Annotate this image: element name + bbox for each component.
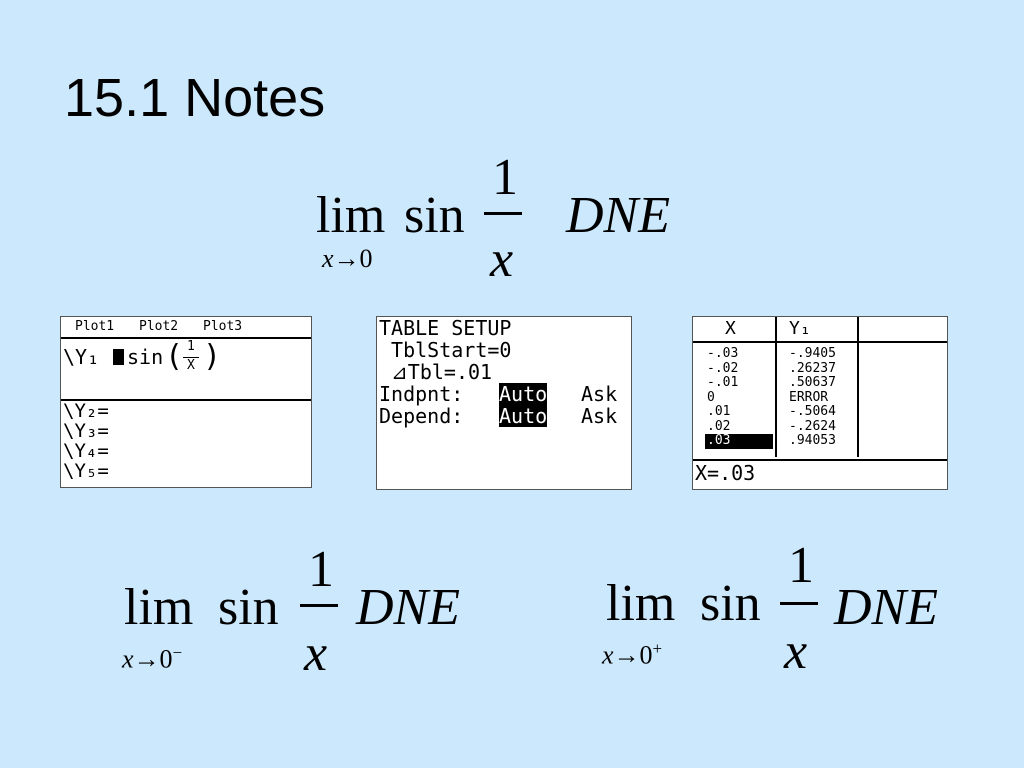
y2-row: \Y₂= [63, 400, 109, 422]
fraction-bar [780, 602, 818, 605]
plot3-label: Plot3 [203, 319, 243, 334]
table-col-divider-2 [857, 317, 859, 457]
limit-result: DNE [834, 579, 938, 636]
indpnt-label: Indpnt: [379, 382, 476, 406]
cursor-block [113, 349, 124, 365]
indpnt-auto-option[interactable]: Auto [499, 382, 548, 406]
table-row-x-selected[interactable]: .03 [705, 433, 773, 449]
lim-label: lim [124, 579, 194, 636]
fraction-numerator: 1 [308, 541, 334, 598]
y4-row: \Y₄= [63, 440, 109, 462]
sin-label: sin [218, 579, 279, 636]
lim-subscript: x→0 [322, 244, 373, 273]
fraction-numerator: 1 [788, 537, 814, 594]
table-status-divider [693, 459, 947, 461]
delta-tbl-row: ⊿Tbl=.01 [379, 360, 493, 384]
depend-auto-option[interactable]: Auto [499, 404, 548, 428]
fraction-numerator: 1 [492, 149, 518, 206]
table-x-column: -.03 -.02 -.01 0 .01 .02 .03 [705, 346, 773, 449]
y5-row: \Y₅= [63, 460, 109, 482]
y1-fraction-bar [183, 357, 199, 358]
sin-label: sin [404, 187, 465, 244]
fraction-denominator: x [490, 231, 514, 288]
table-row-y[interactable]: .26237 [789, 360, 836, 376]
y1-numerator: 1 [187, 339, 195, 354]
table-row-y[interactable]: .94053 [789, 433, 836, 448]
table-setup-heading: TABLE SETUP [379, 316, 512, 340]
table-row-x[interactable]: -.03 [707, 346, 739, 361]
lim-subscript: x→0+ [602, 639, 663, 670]
table-row-y[interactable]: ERROR [789, 389, 829, 405]
plot2-label: Plot2 [139, 319, 179, 334]
table-row-y[interactable]: -.2624 [789, 418, 836, 434]
table-col-divider-1 [775, 317, 777, 457]
table-status-line: X=.03 [695, 461, 756, 485]
table-row-x[interactable]: .01 [707, 404, 731, 419]
tbl-start-row: TblStart=0 [379, 338, 512, 362]
table-row-x[interactable]: .02 [707, 418, 731, 434]
y3-row: \Y₃= [63, 420, 109, 442]
plot1-label: Plot1 [75, 319, 115, 334]
table-row-y[interactable]: .50637 [789, 375, 836, 390]
calculator-table-screen: X Y₁ -.03 -.02 -.01 0 .01 .02 .03 -.9405… [692, 316, 948, 490]
lim-label: lim [606, 575, 676, 632]
table-row-x[interactable]: 0 [707, 389, 715, 405]
table-header-divider [693, 341, 947, 343]
table-y-column: -.9405 .26237 .50637 ERROR -.5064 -.2624… [789, 346, 836, 449]
calculator-y-editor-screen: Plot1 Plot2 Plot3 \Y₁ sin ( 1 X ) \Y₂= \… [60, 316, 312, 488]
limit-result: DNE [356, 579, 460, 636]
paren-close: ) [203, 339, 222, 374]
expr-divider [61, 399, 311, 401]
calculator-table-setup-screen: TABLE SETUP TblStart=0 ⊿Tbl=.01 Indpnt: … [376, 316, 632, 490]
lim-label: lim [316, 187, 386, 244]
paren-open: ( [165, 339, 184, 374]
table-row-y[interactable]: -.9405 [789, 346, 836, 361]
table-row-x[interactable]: -.02 [707, 360, 739, 376]
sin-label: sin [700, 575, 761, 632]
y1-prefix: \Y₁ [63, 345, 100, 369]
limit-two-sided: lim x→0 sin 1 x DNE [0, 0, 1024, 300]
fraction-bar [484, 212, 522, 215]
indpnt-ask-option[interactable]: Ask [581, 382, 618, 406]
table-col-x-header: X [725, 318, 736, 339]
depend-label: Depend: [379, 404, 476, 428]
table-col-y-header: Y₁ [789, 318, 811, 339]
fraction-denominator: x [784, 623, 808, 680]
y1-denominator: X [187, 358, 195, 373]
y1-function: sin [127, 345, 164, 369]
depend-ask-option[interactable]: Ask [581, 404, 618, 428]
slide-title: 15.1 Notes [64, 68, 326, 128]
fraction-bar [300, 604, 338, 607]
lim-subscript: x→0− [122, 643, 183, 674]
fraction-denominator: x [304, 625, 328, 682]
limit-result: DNE [566, 187, 670, 244]
header-divider [61, 337, 311, 339]
table-row-y[interactable]: -.5064 [789, 404, 836, 419]
table-row-x[interactable]: -.01 [707, 375, 739, 390]
